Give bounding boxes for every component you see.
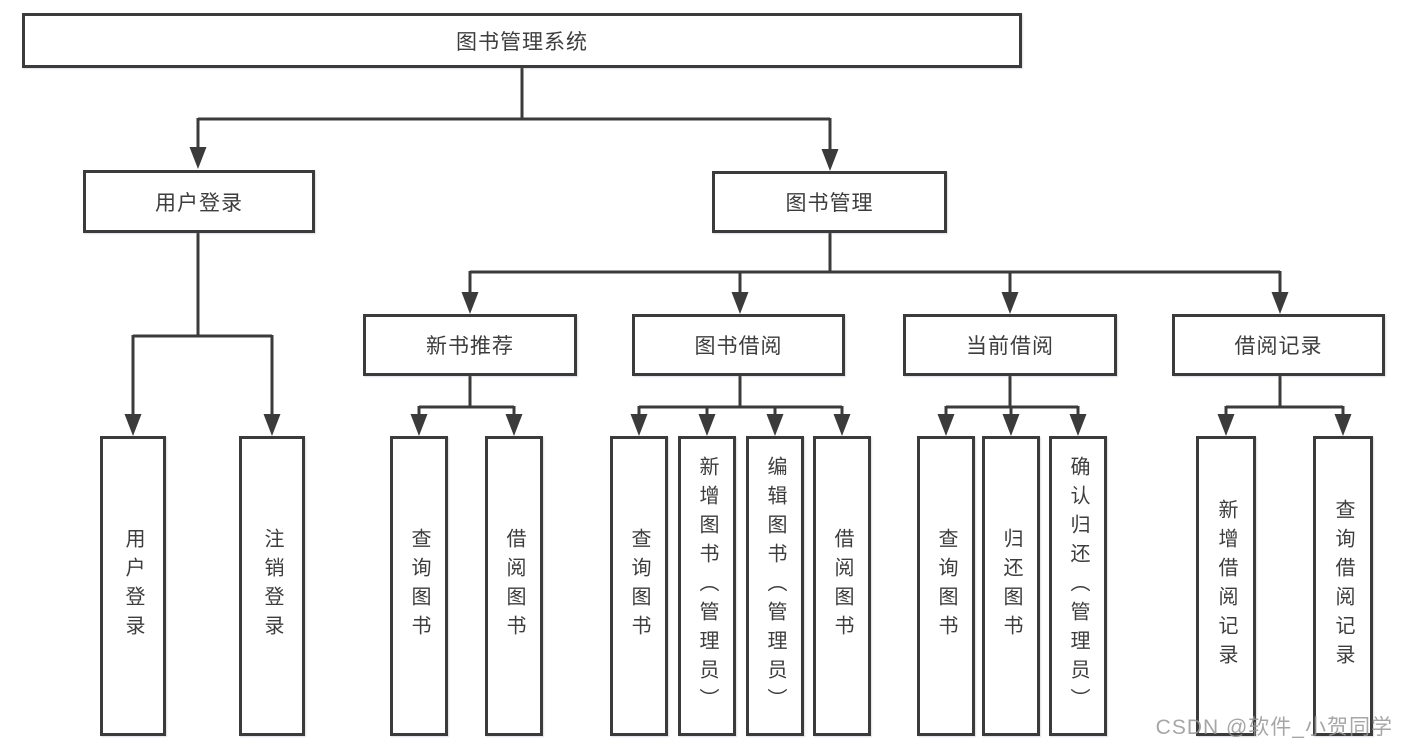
csdn-watermark: CSDN @软件_小贺同学 [1155,716,1393,739]
node-label: 确认归还（管理员） [1067,455,1089,717]
node-return-books: 归还图书 [982,436,1040,736]
node-book-borrow: 图书借阅 [632,314,845,376]
node-book-management: 图书管理 [712,171,947,233]
node-new-book-recommend: 新书推荐 [363,314,577,376]
node-label: 借阅图书 [831,528,853,644]
node-label: 当前借阅 [966,335,1054,358]
node-label: 查询图书 [408,528,430,644]
node-confirm-return-admin: 确认归还（管理员） [1049,436,1107,736]
node-label: 借阅图书 [503,528,525,644]
node-borrow-books-recommend: 借阅图书 [485,436,543,736]
node-book-management-system: 图书管理系统 [22,13,1022,68]
node-add-borrow-record: 新增借阅记录 [1196,436,1256,736]
node-label: 归还图书 [1000,528,1022,644]
node-logout: 注销登录 [239,436,305,736]
node-current-borrow: 当前借阅 [903,314,1117,376]
node-label: 新增图书（管理员） [696,455,718,717]
node-label: 查询借阅记录 [1332,499,1354,673]
node-label: 注销登录 [261,528,283,644]
node-user-login-leaf: 用户登录 [100,436,166,736]
node-label: 图书管理 [785,192,874,215]
node-query-books-borrow: 查询图书 [610,436,668,736]
node-label: 借阅记录 [1234,335,1323,358]
node-query-books-current: 查询图书 [917,436,975,736]
node-borrow-records: 借阅记录 [1172,314,1385,376]
node-query-borrow-record: 查询借阅记录 [1313,436,1373,736]
node-add-books-admin: 新增图书（管理员） [678,436,736,736]
node-edit-books-admin: 编辑图书（管理员） [746,436,804,736]
node-label: 用户登录 [155,191,243,215]
node-borrow-books-leaf: 借阅图书 [813,436,871,736]
node-label: 新增借阅记录 [1215,499,1237,673]
node-label: 编辑图书（管理员） [764,455,786,717]
node-label: 查询图书 [628,528,650,644]
node-label: 图书借阅 [694,335,783,358]
node-query-books-recommend: 查询图书 [390,436,448,736]
arrowheads [124,147,1352,436]
node-user-login: 用户登录 [83,170,315,233]
node-label: 用户登录 [122,528,144,644]
node-label: 图书管理系统 [456,30,588,54]
node-label: 查询图书 [935,528,957,644]
node-label: 新书推荐 [426,335,514,358]
